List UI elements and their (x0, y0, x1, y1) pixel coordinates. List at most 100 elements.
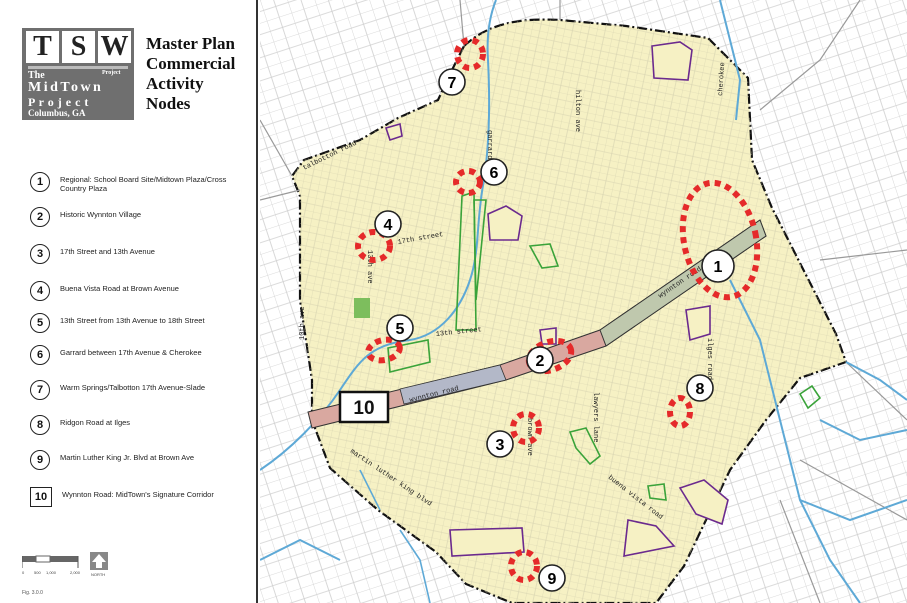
scale-tick: 500 (34, 570, 41, 575)
legend-label: Regional: School Board Site/Midtown Plaz… (60, 175, 227, 193)
legend-item: 7 Warm Springs/Talbotton 17th Avenue-Sla… (30, 380, 254, 400)
logo-letter: T (26, 31, 59, 63)
node-marker-1: 1 (701, 249, 735, 283)
node-number: 5 (396, 321, 405, 338)
activity-nodes (355, 37, 761, 583)
title-line: Master Plan (146, 34, 235, 53)
arterial-roads (260, 0, 907, 603)
institutions (384, 41, 729, 557)
study-area-streets (292, 19, 846, 603)
legend-label: Buena Vista Road at Brown Avenue (60, 284, 179, 293)
road-label-cherokee: cherokee (717, 62, 727, 96)
institution (678, 479, 729, 526)
park (387, 339, 431, 374)
page-title: Master Plan Commercial Activity Nodes (146, 34, 256, 114)
node-marker-7: 7 (438, 68, 466, 96)
scale-segment (22, 556, 36, 562)
legend-number: 3 (30, 244, 50, 264)
scale-bar: 0 500 1,000 2,000 NORTH (22, 552, 108, 577)
park (798, 384, 822, 410)
map-canvas: talbotton road 10th ave wynnton road wyn… (260, 0, 907, 603)
title-line: Activity (146, 74, 204, 93)
institution (623, 519, 676, 557)
logo-extra: Project (102, 70, 121, 76)
creek (719, 0, 861, 603)
institution (449, 527, 525, 557)
park-filled (354, 298, 370, 318)
scale-tick: 1,000 (46, 570, 57, 575)
legend-label: Garrard between 17th Avenue & Cherokee (60, 348, 202, 357)
node-number: 2 (536, 353, 545, 370)
park (647, 483, 667, 501)
logo-tagline-bar (28, 66, 128, 69)
node-ring-3 (510, 411, 542, 445)
logo-letter: S (62, 31, 95, 63)
node-ring-4 (355, 229, 393, 263)
node-ring-8 (667, 395, 693, 429)
scale-segment (35, 555, 51, 563)
node-ring-9 (508, 549, 540, 583)
legend-item: 6 Garrard between 17th Avenue & Cherokee (30, 345, 254, 365)
legend-item: 8 Ridgon Road at Ilges (30, 415, 254, 435)
legend-label: Warm Springs/Talbotton 17th Avenue-Slade (60, 383, 206, 392)
node-ring-5 (365, 336, 403, 364)
legend-number: 5 (30, 313, 50, 333)
map-svg: talbotton road 10th ave wynnton road wyn… (260, 0, 907, 603)
legend-label: Martin Luther King Jr. Blvd at Brown Ave (60, 453, 195, 462)
node-marker-5: 5 (386, 314, 414, 342)
logo-city: Columbus, GA (28, 108, 86, 118)
legend-item: 4 Buena Vista Road at Brown Avenue (30, 281, 254, 301)
node-number: 7 (448, 75, 457, 92)
corridor-marker-10: 10 (338, 390, 390, 424)
node-marker-6: 6 (480, 158, 508, 186)
node-number: 6 (490, 165, 499, 182)
creek (260, 361, 907, 561)
figure-caption: Fig. 3.0.0 (22, 590, 43, 596)
north-label: NORTH (91, 572, 105, 577)
institution (487, 205, 523, 241)
road-label-ilges: ilges road (705, 338, 713, 380)
legend-number: 10 (30, 487, 52, 507)
creek (359, 469, 431, 603)
node-ring-6 (453, 168, 483, 196)
legend-item: 2 Historic Wynnton Village (30, 207, 254, 227)
title-line: Nodes (146, 94, 191, 113)
legend-number: 7 (30, 380, 50, 400)
legend-number: 1 (30, 172, 50, 192)
node-number: 1 (714, 259, 723, 276)
legend-item: 3 17th Street and 13th Avenue (30, 244, 254, 264)
road-label-lawyers-lane: lawyers lane (591, 392, 599, 442)
park (568, 427, 602, 466)
road-label-garrard: garrard (485, 130, 493, 159)
scale-segment (50, 556, 78, 562)
logo-letter: W (98, 31, 131, 63)
institution (384, 122, 403, 142)
legend-panel: T S W The Project MidTown P r o j e c t … (0, 0, 258, 603)
park (528, 243, 560, 269)
legend-label: Historic Wynnton Village (60, 210, 142, 219)
node-number: 8 (696, 381, 705, 398)
node-marker-4: 4 (374, 210, 402, 238)
legend-item: 10 Wynnton Road: MidTown's Signature Cor… (30, 487, 254, 507)
north-arrow-icon (90, 552, 108, 570)
road-label-hilton-ave: hilton ave (573, 90, 581, 132)
legend-label: Wynnton Road: MidTown's Signature Corrid… (62, 490, 214, 499)
institution (651, 41, 693, 81)
institution (685, 305, 711, 342)
creek (260, 0, 497, 471)
node-marker-9: 9 (538, 564, 566, 592)
legend-number: 4 (30, 281, 50, 301)
legend-label: 17th Street and 13th Avenue (60, 247, 155, 256)
node-ring-1 (679, 179, 761, 301)
legend-item: 1 Regional: School Board Site/Midtown Pl… (30, 172, 254, 193)
corridor-number: 10 (353, 398, 374, 419)
logo-the: The (28, 70, 45, 81)
node-marker-2: 2 (526, 346, 554, 374)
scale-tick: 0 (22, 570, 25, 575)
tsw-logo: T S W The Project MidTown P r o j e c t … (22, 28, 134, 120)
node-number: 9 (548, 571, 557, 588)
road-label-10th-ave: 10th ave (299, 306, 307, 340)
logo-project: P r o j e c t (28, 95, 89, 109)
node-number: 3 (496, 437, 505, 454)
